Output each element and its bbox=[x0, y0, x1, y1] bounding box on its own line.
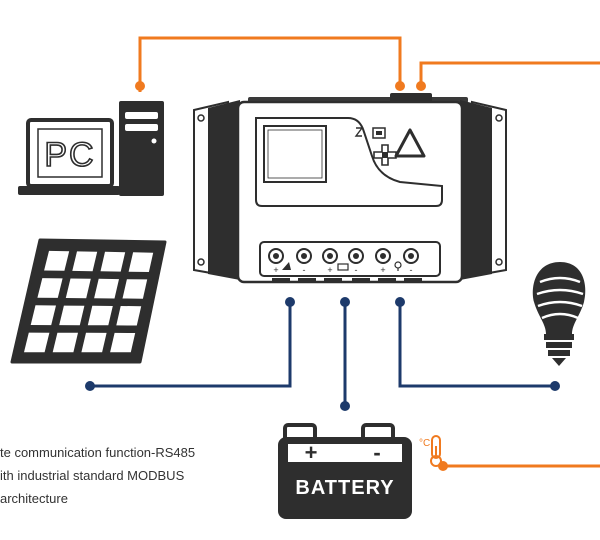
terminal-polarity-label: - bbox=[303, 265, 306, 275]
pc-connection-dot bbox=[135, 81, 145, 91]
controller-port-dot-2 bbox=[416, 81, 426, 91]
solar-cell bbox=[110, 332, 136, 353]
temperature-sensor: °C bbox=[419, 435, 442, 467]
terminal-screw-center bbox=[327, 253, 333, 259]
terminal-solar-icon bbox=[282, 262, 291, 270]
pc-computer: PC bbox=[18, 101, 164, 196]
solar-cell bbox=[37, 278, 63, 298]
terminal-polarity-label: + bbox=[273, 265, 278, 275]
solar-panel-dot bbox=[85, 381, 95, 391]
lcd-inner bbox=[267, 129, 323, 179]
mount-hole-br bbox=[495, 258, 503, 266]
terminals: + - + - + - bbox=[268, 248, 419, 275]
light-bulb-load bbox=[532, 262, 586, 366]
solar-cell bbox=[44, 250, 70, 271]
solar-cell bbox=[65, 278, 91, 299]
bulb-glass bbox=[532, 262, 586, 334]
controller-port-dot-1 bbox=[395, 81, 405, 91]
mount-hole-tr bbox=[495, 114, 503, 122]
warning-triangle-icon bbox=[394, 128, 426, 158]
battery-dot bbox=[340, 401, 350, 411]
lamp-dot bbox=[550, 381, 560, 391]
terminal-battery-icon bbox=[337, 263, 349, 271]
solar-cell bbox=[94, 278, 119, 299]
pc-to-controller-line bbox=[138, 36, 402, 92]
switch-icon bbox=[354, 127, 364, 137]
battery-label-strip bbox=[288, 444, 402, 462]
left-side-panel bbox=[208, 100, 240, 280]
power-lines bbox=[90, 302, 555, 406]
controller-to-remote-line bbox=[419, 61, 600, 90]
battery: + - BATTERY bbox=[278, 423, 412, 519]
bulb-base-ring-1 bbox=[544, 334, 574, 340]
caption-line-3: architecture bbox=[0, 491, 68, 506]
keyboard-base bbox=[18, 186, 120, 195]
solar-cell bbox=[24, 332, 50, 353]
solar-cell bbox=[59, 305, 85, 326]
rs485-caption: te communication function-RS485 ith indu… bbox=[0, 441, 260, 510]
terminal-screw-center bbox=[380, 253, 386, 259]
solar-panel bbox=[10, 238, 167, 364]
controller-battery-dot bbox=[340, 297, 350, 307]
battery-minus-sign: - bbox=[373, 440, 380, 465]
tower-power-led bbox=[151, 138, 157, 144]
power-dots bbox=[85, 297, 560, 411]
controller-load-dot bbox=[395, 297, 405, 307]
solar-cells bbox=[24, 250, 154, 353]
pc-label: PC bbox=[44, 136, 95, 174]
terminal-screw-center bbox=[273, 253, 279, 259]
terminal-polarity-label: + bbox=[380, 265, 385, 275]
bulb-base-ring-2 bbox=[546, 342, 572, 348]
solar-cell bbox=[122, 279, 148, 299]
tower-drive-2 bbox=[125, 124, 158, 131]
battery-plus-sign: + bbox=[305, 440, 318, 465]
solar-cell bbox=[52, 332, 78, 353]
terminal-screw-center bbox=[353, 253, 359, 259]
solar-cell bbox=[81, 332, 107, 353]
monitor-screen bbox=[37, 128, 103, 178]
solar-cell bbox=[100, 251, 126, 272]
solar-cell bbox=[128, 252, 154, 272]
tower-drive-1 bbox=[125, 112, 158, 119]
mount-hole-tl bbox=[197, 114, 205, 122]
terminal-polarity-label: - bbox=[355, 265, 358, 275]
controller-feet bbox=[272, 278, 422, 281]
bulb-tip bbox=[552, 358, 566, 366]
solar-cell bbox=[116, 306, 142, 326]
solar-cell bbox=[72, 251, 98, 272]
terminal-polarity-label: - bbox=[410, 265, 413, 275]
mount-hole-bl bbox=[197, 258, 205, 266]
thermometer-dot bbox=[438, 461, 448, 471]
panel-to-controller-line bbox=[90, 302, 292, 388]
temperature-unit-icon: °C bbox=[419, 438, 430, 449]
controller-comm-ports bbox=[390, 93, 432, 103]
load-to-controller-line bbox=[398, 302, 555, 388]
terminal-polarity-label: + bbox=[327, 265, 332, 275]
caption-line-1: te communication function-RS485 bbox=[0, 445, 196, 460]
solar-cell bbox=[87, 305, 113, 326]
terminal-type-icons bbox=[282, 261, 402, 271]
right-side-panel bbox=[460, 100, 492, 280]
terminal-screw-center bbox=[408, 253, 414, 259]
terminal-screw-center bbox=[301, 253, 307, 259]
solar-cell bbox=[30, 305, 56, 326]
caption-line-2: ith industrial standard MODBUS bbox=[0, 468, 185, 483]
charge-controller: + - + - + - bbox=[193, 93, 507, 284]
bulb-base-ring-3 bbox=[548, 350, 570, 356]
bulb-spiral bbox=[536, 276, 584, 320]
controller-pv-dot bbox=[285, 297, 295, 307]
battery-label: BATTERY bbox=[295, 477, 394, 499]
